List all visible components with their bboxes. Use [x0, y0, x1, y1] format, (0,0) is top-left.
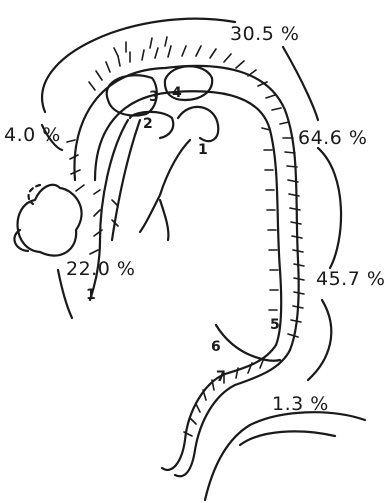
central-branch-fork	[160, 200, 168, 240]
head-lobe-outline	[18, 185, 82, 256]
region-number-5: 5	[270, 318, 280, 332]
lower-return-2	[240, 431, 335, 445]
left-descending-vessel-2	[112, 120, 140, 240]
percentage-right-upper: 64.6 %	[298, 129, 367, 148]
region-number-3: 3	[149, 90, 159, 104]
percentage-right-lower: 45.7 %	[316, 270, 385, 289]
region-number-4: 4	[172, 86, 182, 100]
upper-vessel-outline	[74, 66, 298, 350]
bracket-right-lower	[308, 300, 331, 380]
lower-return	[205, 412, 365, 500]
region-number-1-center: 1	[198, 143, 208, 157]
center-mass	[178, 107, 218, 141]
region-number-6: 6	[211, 340, 221, 354]
percentage-top: 30.5 %	[230, 25, 299, 44]
bracket-right-upper	[283, 47, 318, 120]
lower-trunk-b	[162, 345, 276, 470]
bracket-right-middle	[318, 148, 341, 268]
region-number-7: 7	[216, 370, 226, 384]
percentage-bottom: 1.3 %	[272, 395, 329, 414]
percentage-left-lower: 22.0 %	[66, 260, 135, 279]
region-number-1-left: 1	[86, 288, 96, 302]
vessel-ticks	[67, 37, 304, 436]
percentage-left-upper: 4.0 %	[4, 126, 61, 145]
region-number-2: 2	[143, 117, 153, 131]
